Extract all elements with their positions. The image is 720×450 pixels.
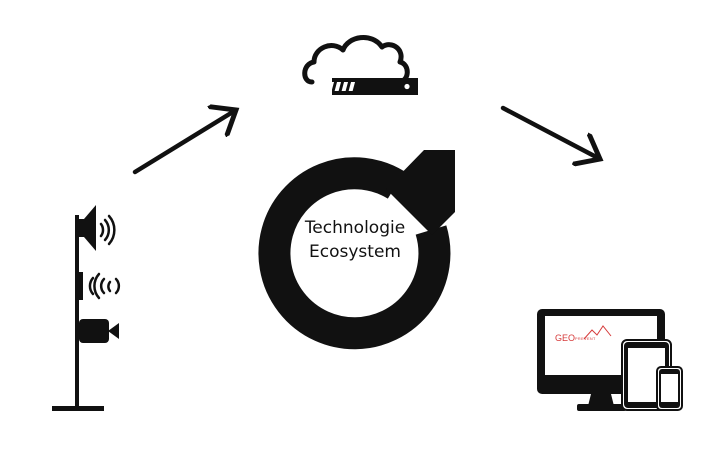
arrow-to-cloud (132, 110, 236, 175)
center-label-line2: Ecosystem (309, 242, 401, 262)
geoprevent-logo: GEO PREVENT (555, 325, 612, 343)
logo-sub-text: PREVENT (575, 337, 596, 341)
logo-brand-text: GEO (555, 333, 575, 343)
multi-device-icon: GEO PREVENT (537, 309, 683, 411)
center-label-line1: Technologie (304, 218, 406, 238)
refresh-cycle-icon (258, 150, 455, 350)
sensor-pole-icon (52, 205, 121, 411)
arrow-to-devices (500, 105, 600, 159)
center-label: Technologie Ecosystem (290, 216, 420, 264)
cloud-server-icon (302, 35, 418, 95)
